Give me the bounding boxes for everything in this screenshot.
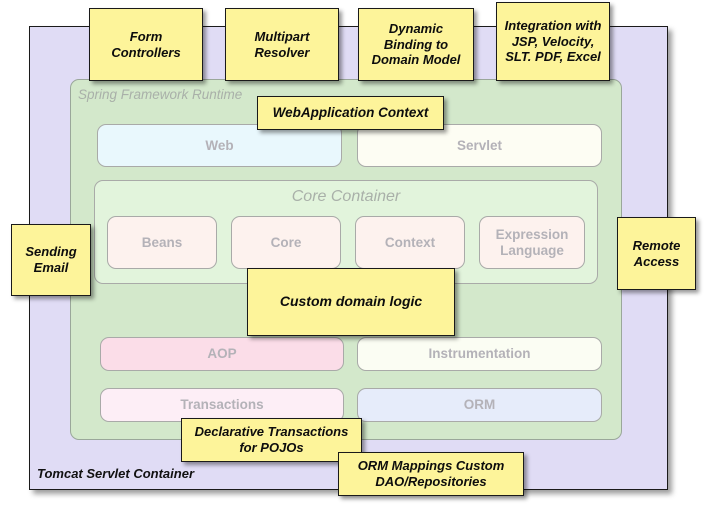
note-remote-access-text: Remote Access — [632, 237, 681, 269]
module-instrumentation: Instrumentation — [357, 337, 602, 371]
module-expression-language: Expression Language — [479, 216, 585, 269]
module-orm: ORM — [357, 388, 602, 422]
module-expression-language-label: Expression Language — [495, 226, 569, 258]
note-dynamic-binding-text: Dynamic Binding to Domain Model — [371, 20, 461, 68]
note-orm-mappings-text: ORM Mappings Custom DAO/Repositories — [357, 458, 505, 489]
note-sending-email-text: Sending Email — [25, 244, 77, 275]
note-multipart-resolver-text: Multipart Resolver — [254, 28, 310, 60]
module-beans-label: Beans — [141, 234, 183, 250]
note-custom-domain-logic-text: Custom domain logic — [279, 293, 423, 310]
module-instrumentation-label: Instrumentation — [428, 346, 531, 362]
module-beans: Beans — [107, 216, 217, 269]
note-custom-domain-logic: Custom domain logic — [247, 268, 455, 336]
module-context-label: Context — [384, 234, 436, 250]
module-orm-label: ORM — [463, 397, 496, 413]
tomcat-servlet-container-label: Tomcat Servlet Container — [37, 466, 195, 481]
module-core: Core — [231, 216, 341, 269]
note-form-controllers: Form Controllers — [89, 8, 203, 81]
spring-framework-runtime-label: Spring Framework Runtime — [78, 87, 243, 102]
core-container-label: Core Container — [291, 188, 401, 205]
module-servlet-label: Servlet — [456, 137, 503, 153]
module-transactions: Transactions — [100, 388, 344, 422]
module-transactions-label: Transactions — [180, 397, 264, 413]
note-sending-email: Sending Email — [11, 224, 91, 296]
note-declarative-transactions-text: Declarative Transactions for POJOs — [194, 424, 349, 455]
note-remote-access: Remote Access — [617, 217, 696, 290]
module-web-label: Web — [205, 137, 234, 153]
note-integration-views: Integration with JSP, Velocity, SLT. PDF… — [496, 2, 610, 81]
note-multipart-resolver: Multipart Resolver — [225, 8, 339, 81]
note-orm-mappings: ORM Mappings Custom DAO/Repositories — [338, 452, 524, 496]
note-webapplication-context: WebApplication Context — [257, 96, 444, 130]
module-web: Web — [97, 124, 342, 167]
module-servlet: Servlet — [357, 124, 602, 167]
note-integration-views-text: Integration with JSP, Velocity, SLT. PDF… — [504, 17, 602, 65]
note-declarative-transactions: Declarative Transactions for POJOs — [181, 418, 362, 462]
note-dynamic-binding: Dynamic Binding to Domain Model — [358, 8, 474, 81]
module-core-label: Core — [270, 234, 302, 250]
module-aop: AOP — [100, 337, 344, 371]
module-aop-label: AOP — [207, 346, 237, 362]
note-form-controllers-text: Form Controllers — [111, 28, 181, 60]
module-context: Context — [355, 216, 465, 269]
note-webapplication-context-text: WebApplication Context — [272, 104, 429, 120]
